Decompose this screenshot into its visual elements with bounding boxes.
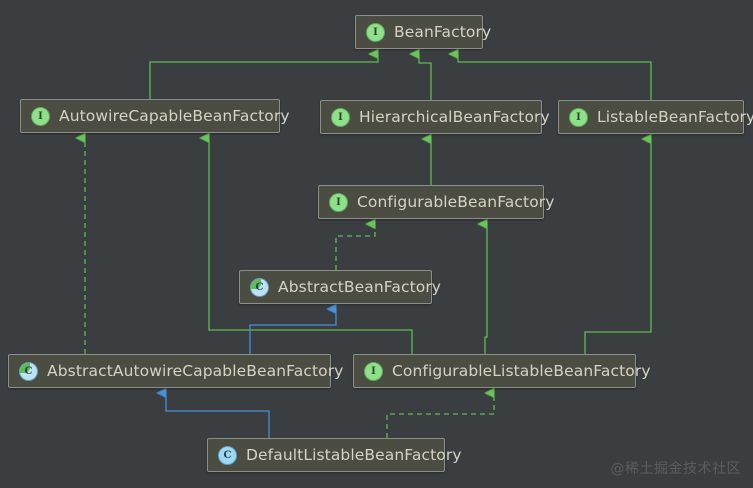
edge-abstractbeanfactory-to-configurable bbox=[335, 224, 375, 270]
node-autowire-capable-bean-factory[interactable]: I AutowireCapableBeanFactory bbox=[20, 99, 289, 133]
interface-icon: I bbox=[31, 106, 50, 126]
node-listable-bean-factory[interactable]: I ListableBeanFactory bbox=[558, 100, 753, 134]
node-label: HierarchicalBeanFactory bbox=[359, 108, 550, 126]
class-icon: C bbox=[218, 445, 237, 465]
node-label: AutowireCapableBeanFactory bbox=[59, 107, 290, 125]
node-label: AbstractAutowireCapableBeanFactory bbox=[47, 362, 344, 380]
node-label: DefaultListableBeanFactory bbox=[246, 446, 462, 464]
node-label: AbstractBeanFactory bbox=[278, 278, 442, 296]
edge-listable-to-beanfactory bbox=[458, 54, 652, 100]
node-configurable-listable-bean-factory[interactable]: I ConfigurableListableBeanFactory bbox=[353, 354, 650, 388]
watermark: @稀土掘金技术社区 bbox=[610, 461, 741, 477]
node-label: ConfigurableListableBeanFactory bbox=[392, 362, 651, 380]
interface-icon: I bbox=[364, 361, 383, 381]
edge-configurablelistable-to-configurablebeanfactory bbox=[485, 224, 487, 354]
edge-configurablelistable-to-autowirecapable bbox=[209, 138, 413, 354]
interface-icon: I bbox=[569, 107, 588, 127]
abstract-class-icon: C bbox=[250, 277, 269, 297]
edge-abstractautowire-to-abstractbeanfactory bbox=[249, 309, 336, 354]
edge-defaultlistable-to-configurablelistable bbox=[386, 393, 494, 438]
edge-hierarchical-to-beanfactory bbox=[419, 54, 432, 100]
abstract-class-icon: C bbox=[19, 361, 38, 381]
interface-icon: I bbox=[331, 107, 350, 127]
node-default-listable-bean-factory[interactable]: C DefaultListableBeanFactory bbox=[207, 438, 462, 472]
interface-icon: I bbox=[329, 192, 348, 212]
node-bean-factory[interactable]: I BeanFactory bbox=[355, 15, 491, 49]
edge-defaultlistable-to-abstractautowire bbox=[166, 393, 270, 438]
interface-icon: I bbox=[366, 22, 385, 42]
node-label: BeanFactory bbox=[394, 23, 492, 41]
node-hierarchical-bean-factory[interactable]: I HierarchicalBeanFactory bbox=[320, 100, 550, 134]
node-label: ListableBeanFactory bbox=[597, 108, 753, 126]
node-label: ConfigurableBeanFactory bbox=[357, 193, 555, 211]
node-abstract-autowire-capable-bean-factory[interactable]: C AbstractAutowireCapableBeanFactory bbox=[8, 354, 343, 388]
edge-autowirecapable-to-beanfactory bbox=[149, 54, 378, 99]
node-configurable-bean-factory[interactable]: I ConfigurableBeanFactory bbox=[318, 185, 554, 219]
edge-configurablelistable-to-listable bbox=[584, 139, 651, 354]
node-abstract-bean-factory[interactable]: C AbstractBeanFactory bbox=[239, 270, 441, 304]
